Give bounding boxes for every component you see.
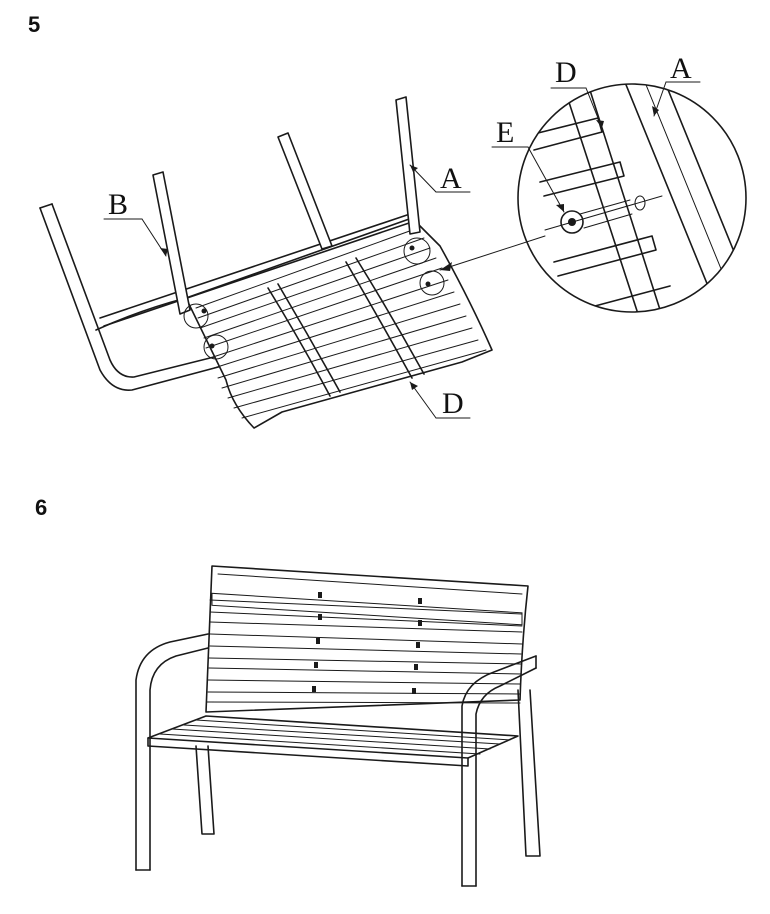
back-post xyxy=(277,132,333,250)
back-rail xyxy=(99,213,411,319)
joint-circle-3 xyxy=(403,237,431,265)
bench-seat xyxy=(147,715,519,759)
callout-d-main: D xyxy=(409,381,471,420)
bench-seat-slats xyxy=(159,719,511,755)
callout-detail-e-label: E xyxy=(496,116,514,149)
joint-circle-2 xyxy=(203,334,229,360)
step-number-5: 5 xyxy=(28,12,41,37)
left-rear-leg xyxy=(195,745,215,835)
step5-bench-illustration: A B D xyxy=(39,96,546,429)
right-armrest xyxy=(461,655,537,887)
joint-circle-1 xyxy=(183,303,209,329)
callout-d-main-label: D xyxy=(442,387,464,420)
callout-b-label: B xyxy=(108,188,128,221)
seat-brace-2 xyxy=(345,261,413,379)
rear-leg-left xyxy=(152,171,191,315)
callout-b: B xyxy=(103,188,168,257)
left-leg-frame xyxy=(39,207,223,391)
callout-detail-d-label: D xyxy=(555,56,577,89)
callout-detail-e: E xyxy=(491,116,565,213)
backrest-slats xyxy=(206,592,523,704)
step-number-6: 6 xyxy=(35,495,48,520)
detail-circle xyxy=(517,83,747,313)
left-armrest xyxy=(135,633,209,871)
rear-leg-right xyxy=(395,96,421,235)
backrest-clips xyxy=(312,592,422,694)
right-rear-leg xyxy=(517,689,541,857)
joint-circle-4 xyxy=(419,270,445,296)
callout-a-label: A xyxy=(440,162,462,195)
seat-brace-1 xyxy=(267,287,331,397)
seat-slats xyxy=(195,227,487,419)
step6-bench-illustration xyxy=(135,565,541,887)
callout-a: A xyxy=(409,162,471,195)
callout-detail-d: D xyxy=(550,56,604,129)
callout-detail-a-label: A xyxy=(670,52,692,85)
callout-detail-a: A xyxy=(652,52,701,117)
magnified-detail: D A E xyxy=(491,52,747,313)
